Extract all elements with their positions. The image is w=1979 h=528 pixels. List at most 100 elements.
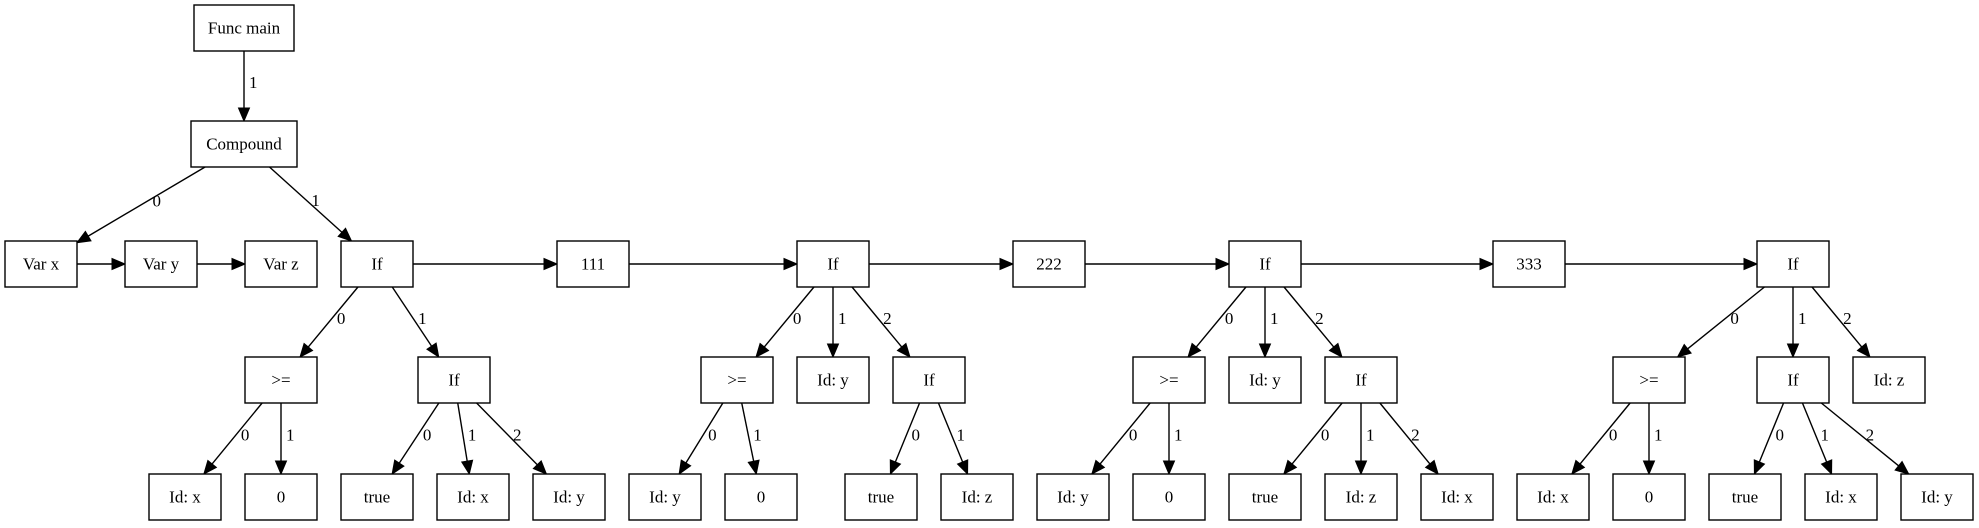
node-box — [193, 4, 295, 52]
node-box — [148, 473, 222, 521]
edge-label: 1 — [1821, 425, 1830, 444]
node-box — [1516, 473, 1590, 521]
edge-if1b-l4: 1 — [457, 402, 476, 476]
edge-if4-if4b: 1 — [1786, 287, 1807, 359]
edge-label: 1 — [753, 425, 762, 444]
node-box — [1012, 240, 1086, 288]
arrowhead-icon — [1283, 459, 1298, 475]
edge-line — [1379, 402, 1431, 465]
edge-if4-idz4: 2 — [1811, 286, 1871, 358]
edge-if1-n111 — [413, 257, 559, 271]
node-l5: Id: y — [532, 473, 606, 521]
edge-line — [1099, 402, 1151, 465]
node-if3b: If — [1324, 356, 1398, 404]
node-l1: Id: x — [148, 473, 222, 521]
node-ge3: >= — [1132, 356, 1206, 404]
arrowhead-icon — [75, 230, 92, 244]
node-label: >= — [727, 371, 746, 390]
arrowhead-icon — [532, 459, 548, 475]
node-ge1: >= — [244, 356, 318, 404]
node-box — [1228, 240, 1302, 288]
edge-label: 1 — [1366, 425, 1375, 444]
node-varx: Var x — [4, 240, 78, 288]
edge-if3-n333 — [1301, 257, 1495, 271]
node-l16: 0 — [1612, 473, 1686, 521]
edge-if1-ge1: 0 — [299, 286, 359, 358]
edge-line — [685, 402, 724, 464]
arrowhead-icon — [391, 459, 405, 476]
edge-if2-if2b: 2 — [851, 286, 911, 358]
edge-line — [937, 402, 964, 463]
node-if4: If — [1756, 240, 1830, 288]
arrowhead-icon — [1354, 460, 1368, 476]
node-box — [628, 473, 702, 521]
edge-label: 0 — [1609, 425, 1618, 444]
node-box — [340, 473, 414, 521]
edge-label: 1 — [1798, 309, 1807, 328]
arrowhead-icon — [1091, 459, 1106, 475]
node-n333: 333 — [1492, 240, 1566, 288]
edge-vary-varz — [197, 257, 247, 271]
edge-line — [894, 402, 921, 463]
node-ge2: >= — [700, 356, 774, 404]
node-label: If — [923, 371, 935, 390]
node-box — [340, 240, 414, 288]
node-box — [940, 473, 1014, 521]
edge-line — [1195, 286, 1247, 348]
node-box — [1612, 356, 1686, 404]
node-l17: true — [1708, 473, 1782, 521]
edge-line — [851, 286, 903, 348]
edge-n111-if2 — [629, 257, 799, 271]
node-box — [1036, 473, 1110, 521]
edge-line — [763, 286, 815, 348]
arrowhead-icon — [1786, 343, 1800, 359]
arrowhead-icon — [1424, 459, 1439, 475]
edge-n333-if4 — [1565, 257, 1759, 271]
arrowhead-icon — [1215, 257, 1231, 271]
node-label: 333 — [1516, 255, 1542, 274]
edge-line — [398, 402, 440, 464]
node-ge4: >= — [1612, 356, 1686, 404]
edge-line — [391, 286, 433, 347]
node-box — [1756, 240, 1830, 288]
node-l14: Id: x — [1420, 473, 1494, 521]
edge-label: 1 — [1270, 309, 1279, 328]
node-label: Id: z — [1874, 371, 1905, 390]
edge-line — [307, 286, 359, 348]
node-label: >= — [271, 371, 290, 390]
edge-if2-ge2: 0 — [755, 286, 815, 358]
edge-label: 1 — [838, 309, 847, 328]
node-box — [1132, 356, 1206, 404]
edge-line — [741, 402, 755, 462]
node-l13: Id: z — [1324, 473, 1398, 521]
node-box — [244, 356, 318, 404]
node-box — [1324, 473, 1398, 521]
node-label: 0 — [1645, 488, 1654, 507]
edge-if1b-l5: 2 — [476, 402, 548, 475]
arrowhead-icon — [1187, 342, 1202, 358]
edge-if1-if1b: 1 — [391, 286, 440, 359]
node-box — [892, 356, 966, 404]
node-box — [1900, 473, 1974, 521]
node-if2: If — [796, 240, 870, 288]
node-label: Var z — [263, 255, 299, 274]
edge-label: 0 — [911, 425, 920, 444]
node-box — [244, 473, 318, 521]
node-label: Var x — [23, 255, 60, 274]
arrowhead-icon — [237, 107, 251, 123]
node-box — [1420, 473, 1494, 521]
node-box — [796, 356, 870, 404]
edge-if3-ge3: 0 — [1187, 286, 1247, 358]
node-l18: Id: x — [1804, 473, 1878, 521]
arrowhead-icon — [1258, 343, 1272, 359]
edge-if2b-l9: 1 — [937, 402, 969, 476]
edge-label: 0 — [423, 425, 432, 444]
node-label: Id: z — [962, 488, 993, 507]
node-box — [1132, 473, 1206, 521]
node-label: If — [1787, 371, 1799, 390]
edge-main-compound: 1 — [237, 51, 258, 123]
node-label: If — [1787, 255, 1799, 274]
arrowhead-icon — [755, 342, 770, 358]
node-idy2: Id: y — [796, 356, 870, 404]
